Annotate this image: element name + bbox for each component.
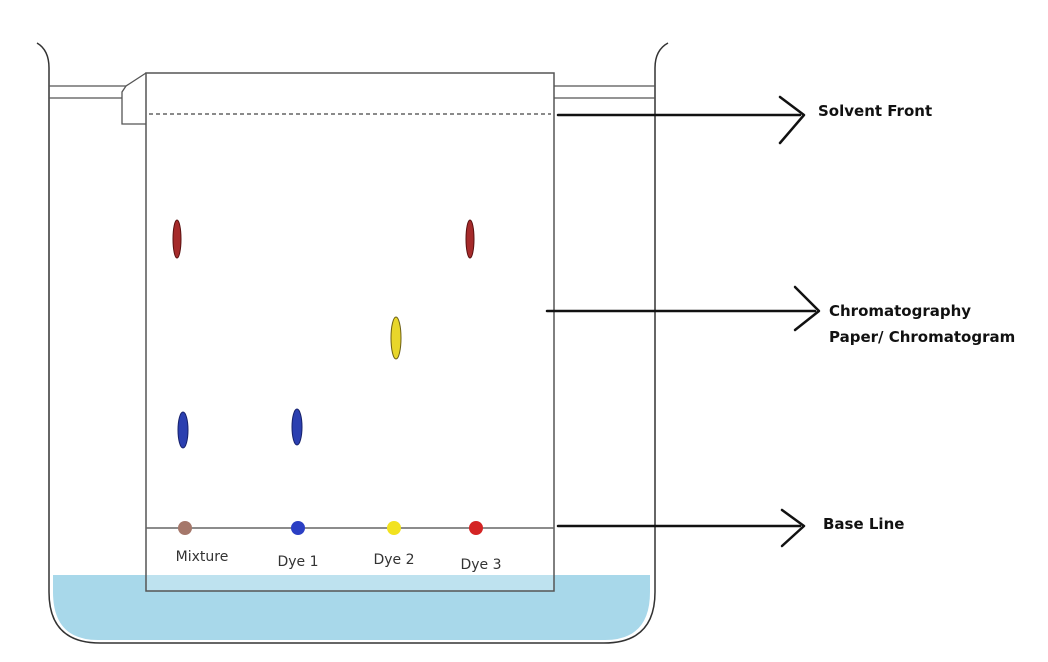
baseline-spot-dye1 [291,521,305,535]
paper-label-line1: Chromatography [829,302,971,320]
lane-label-dye1: Dye 1 [277,554,318,570]
base-line-arrow [556,508,806,548]
dye1-blue-spot [291,408,303,446]
solvent-front-label: Solvent Front [818,102,932,120]
baseline-spot-mixture [178,521,192,535]
chromatography-paper [145,72,555,592]
beaker [36,42,669,644]
base-line-label: Base Line [823,515,904,533]
baseline-spot-dye3 [469,521,483,535]
lane-label-mixture: Mixture [176,549,229,565]
mixture-blue-spot [177,411,189,449]
paper-arrow [545,285,821,332]
lane-label-dye2: Dye 2 [373,552,414,568]
mixture-red-spot [172,219,182,259]
baseline-spot-dye2 [387,521,401,535]
dye2-yellow-spot [390,316,402,360]
paper-clip [121,72,147,125]
lane-label-dye3: Dye 3 [460,557,501,573]
solvent-front-arrow [556,95,806,145]
paper-label-line2: Paper/ Chromatogram [829,328,1015,346]
dye3-red-spot [465,219,475,259]
